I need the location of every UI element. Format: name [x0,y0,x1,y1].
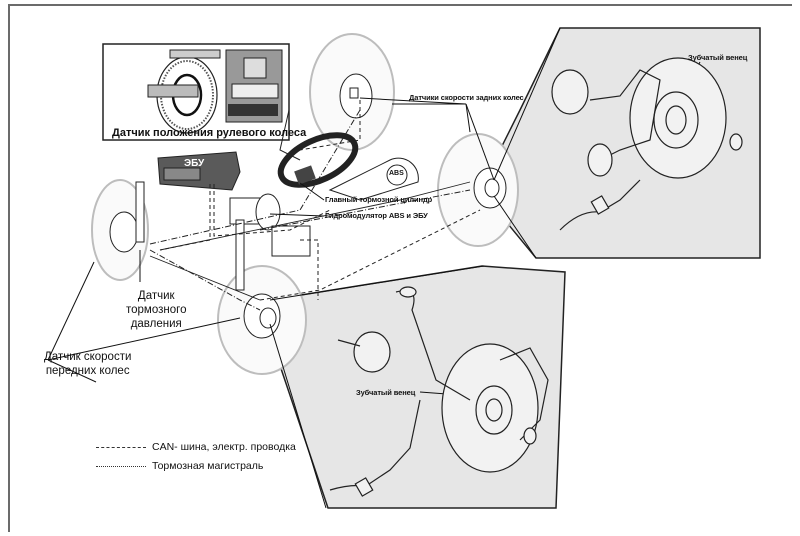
leader-lines [47,27,701,509]
brake-lines [149,109,471,311]
abs-modulator [229,193,311,291]
front-hub-assembly [329,286,549,497]
abs-warning-lamp-icon [328,157,419,201]
ecu-module [157,151,241,191]
steering-sensor-closeup-icon [225,49,283,123]
dash-dot-line-swatch [96,465,146,467]
legend-label: CAN- шина, электр. проводка [152,441,296,453]
steering-wheel-icon [277,132,359,188]
front-left-tire [91,179,149,281]
front-speed-sensor-label-line1: Датчик скорости [44,351,132,363]
steering-sensor-gear-icon [147,49,221,134]
steering-angle-sensor-label: Датчик положения рулевого колеса [112,127,307,139]
legend-item-brake-line: Тормозная магистраль [96,460,263,472]
brake-pressure-sensor-label-line1: Датчик [137,290,175,302]
legend-item-can-bus: CAN- шина, электр. проводка [96,441,296,453]
legend-label: Тормозная магистраль [152,460,264,472]
front-speed-sensor-label-line2: передних колес [45,365,130,377]
brake-pressure-sensor-label-line2: тормозного [126,304,187,316]
rear-left-tire [309,33,395,151]
rear-speed-sensors-label: Датчики скорости задних колес [409,93,524,102]
brake-pressure-sensor-label: Датчик тормозного давления [126,289,186,331]
abs-badge-label: ABS [389,170,404,177]
master-cylinder-label: Главный тормозной цилиндр [325,195,433,204]
front-tone-ring-label: Зубчатый венец [356,388,416,397]
front-speed-sensor-label: Датчик скорости передних колес [44,350,131,378]
rear-tone-ring-label: Зубчатый венец [688,53,748,62]
rear-hub-assembly [551,57,743,231]
front-right-tire [217,265,307,375]
abs-modulator-label: Гидромодулятор ABS и ЭБУ [325,211,428,220]
diagram-frame [8,4,792,532]
rear-right-tire [437,133,519,247]
ecu-label: ЭБУ [184,158,205,169]
dashed-line-swatch [96,446,146,448]
brake-pressure-sensor-label-line3: давления [130,318,182,330]
